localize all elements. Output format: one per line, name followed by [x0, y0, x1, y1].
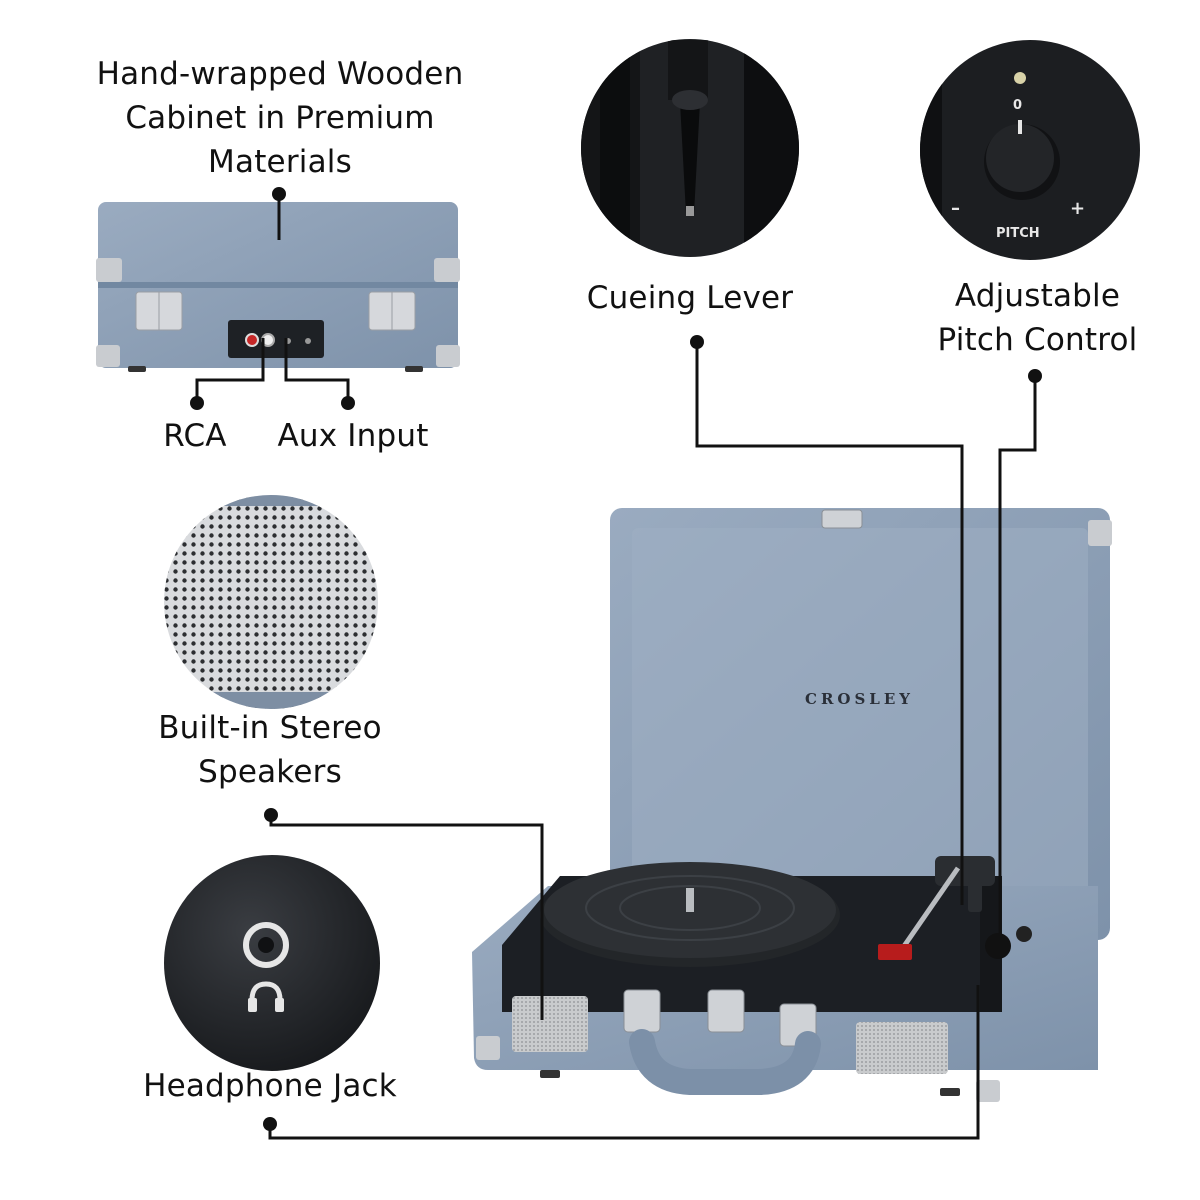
speaker-detail-image — [164, 495, 378, 709]
pitch-zero-mark: 0 — [1013, 98, 1023, 113]
aux-callout-dot — [341, 396, 355, 410]
cabinet-label: Hand-wrapped Wooden Cabinet in Premium M… — [90, 52, 470, 184]
cueing-lever-callout-line — [695, 342, 964, 905]
pitch-minus-mark: – — [951, 198, 960, 219]
pitch-control-label-line: Adjustable — [954, 278, 1121, 314]
brand-logo: CROSLEY — [805, 690, 914, 708]
headphone-callout-dot — [263, 1117, 277, 1131]
cabinet-label-line: Materials — [208, 144, 352, 180]
cueing-lever-label: Cueing Lever — [586, 280, 794, 316]
pitch-control-label-line: Pitch Control — [937, 322, 1138, 358]
rca-callout-dot — [190, 396, 204, 410]
rca-callout-line — [195, 338, 265, 403]
cabinet-callout-dot — [272, 187, 286, 201]
aux-callout-line — [284, 338, 350, 403]
aux-input-label: Aux Input — [277, 418, 429, 454]
cabinet-label-line: Hand-wrapped Wooden — [96, 56, 464, 92]
cueing-lever-callout-dot — [690, 335, 704, 349]
speakers-callout-dot — [264, 808, 278, 822]
pitch-callout-dot — [1028, 369, 1042, 383]
headphone-jack-detail-image — [164, 855, 380, 1071]
pitch-callout-line — [998, 376, 1037, 935]
turntable-image — [472, 508, 1112, 1102]
headphone-jack-label: Headphone Jack — [143, 1068, 397, 1104]
cueing-lever-detail-image — [581, 39, 799, 257]
speakers-label: Built-in Stereo Speakers — [145, 706, 395, 794]
closed-case-image — [96, 202, 460, 372]
pitch-control-detail-image — [920, 40, 1140, 260]
rca-label: RCA — [163, 418, 227, 454]
pitch-panel-label: PITCH — [996, 226, 1040, 241]
speakers-label-line: Built-in Stereo — [158, 710, 382, 746]
pitch-plus-mark: + — [1070, 198, 1086, 219]
speakers-label-line: Speakers — [198, 754, 342, 790]
cabinet-label-line: Cabinet in Premium — [125, 100, 435, 136]
pitch-control-label: Adjustable Pitch Control — [930, 274, 1145, 362]
